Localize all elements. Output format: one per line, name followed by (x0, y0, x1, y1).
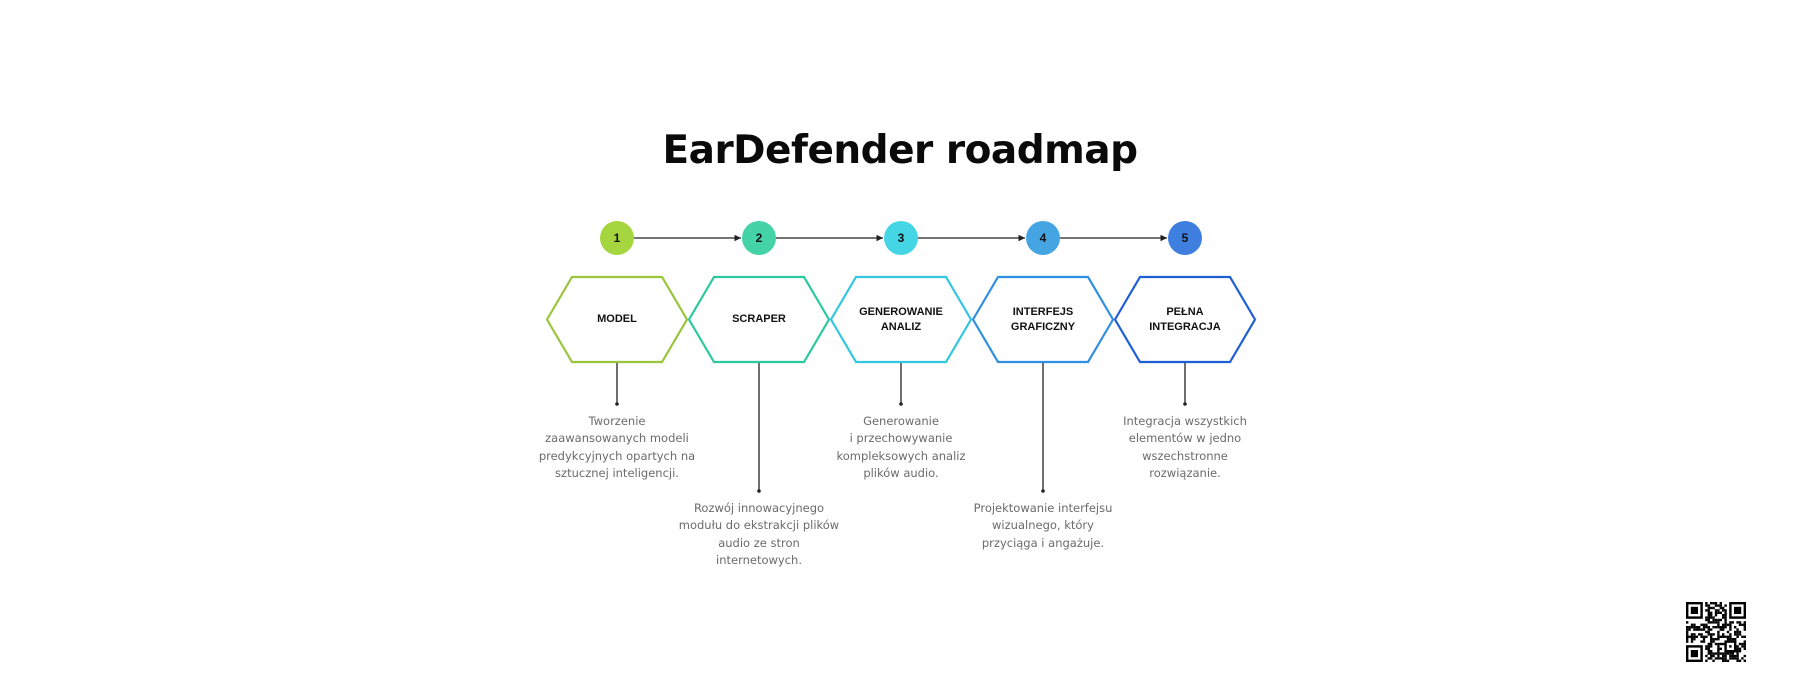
connector-dot (615, 402, 619, 406)
phase-description-line: sztucznej inteligencji. (555, 465, 679, 480)
phase-description: Generowanie i przechowywanie kompleksowych… (816, 413, 986, 482)
phase-label: PEŁNA INTEGRACJA (1125, 300, 1245, 340)
step-number: 4 (1039, 231, 1047, 245)
phase-description: Rozwój innowacyjnego modułu do ekstrakcji… (674, 500, 844, 569)
phase-description-line: wszechstronne (1142, 448, 1228, 463)
step-circles (600, 221, 1202, 255)
phase-description-line: Tworzenie (588, 414, 646, 428)
phase-hexagon (829, 275, 973, 364)
phase-description-line: rozwiązanie. (1149, 465, 1221, 480)
description-connectors (615, 363, 1187, 493)
phase-description: Tworzenie zaawansowanych modeli predykcyjn… (532, 413, 702, 482)
phase-label-line: PEŁNA (1166, 305, 1204, 318)
phase-label-line: INTEGRACJA (1149, 320, 1221, 333)
connector-dot (757, 489, 761, 493)
step-circle (1168, 221, 1202, 255)
connector-dot (1183, 402, 1187, 406)
phase-description-line: Integracja wszystkich (1123, 414, 1247, 428)
phase-description: Projektowanie interfejsu wizualnego, któr… (958, 500, 1128, 552)
connector-dot (899, 402, 903, 406)
phase-label-line: SCRAPER (732, 313, 786, 325)
step-number: 5 (1181, 231, 1189, 245)
phase-hexagon (1113, 275, 1257, 364)
connector-dot (1041, 489, 1045, 493)
step-circle (884, 221, 918, 255)
phase-description-line: zaawansowanych modeli (545, 431, 689, 446)
phase-description: Integracja wszystkich elementów w jedno ws… (1100, 413, 1270, 482)
phase-description-line: modułu do ekstrakcji plików (678, 518, 840, 533)
phase-label-line: GRAFICZNY (1010, 320, 1076, 333)
phase-hexagon (971, 275, 1115, 364)
phase-description-line: plików audio. (863, 465, 939, 480)
phase-description-line: predykcyjnych opartych na (538, 448, 696, 463)
phase-label: SCRAPER (699, 300, 819, 340)
phase-description-line: kompleksowych analiz (836, 448, 966, 463)
phase-hexagons (545, 275, 1257, 364)
phase-label-line: ANALIZ (880, 320, 922, 333)
step-number: 2 (755, 231, 763, 245)
step-circle (600, 221, 634, 255)
phase-description-line: Rozwój innowacyjnego (693, 501, 825, 515)
phase-label-line: INTERFEJS (1012, 305, 1074, 318)
phase-description-line: Projektowanie interfejsu (973, 501, 1113, 515)
phase-description-line: i przechowywanie (849, 431, 953, 446)
qr-code-icon (1686, 602, 1746, 662)
step-number: 3 (897, 231, 905, 245)
phase-label: MODEL (557, 300, 677, 340)
phase-description-line: internetowych. (716, 552, 802, 567)
phase-description-line: Generowanie (863, 414, 939, 428)
phase-label: INTERFEJS GRAFICZNY (983, 300, 1103, 340)
phase-label-line: GENEROWANIE (859, 305, 943, 318)
phase-description-line: wizualnego, który (992, 518, 1094, 533)
phase-hexagon (545, 275, 689, 364)
phase-label-line: MODEL (597, 313, 637, 325)
step-circle (1026, 221, 1060, 255)
phase-hexagon (687, 275, 831, 364)
step-circle (742, 221, 776, 255)
page-title: EarDefender roadmap (662, 128, 1138, 173)
phase-label: GENEROWANIE ANALIZ (841, 300, 961, 340)
phase-description-line: przyciąga i angażuje. (981, 535, 1105, 550)
phase-description-line: audio ze stron (718, 535, 800, 550)
phase-description-line: elementów w jedno (1128, 431, 1242, 446)
step-number: 1 (613, 231, 621, 245)
